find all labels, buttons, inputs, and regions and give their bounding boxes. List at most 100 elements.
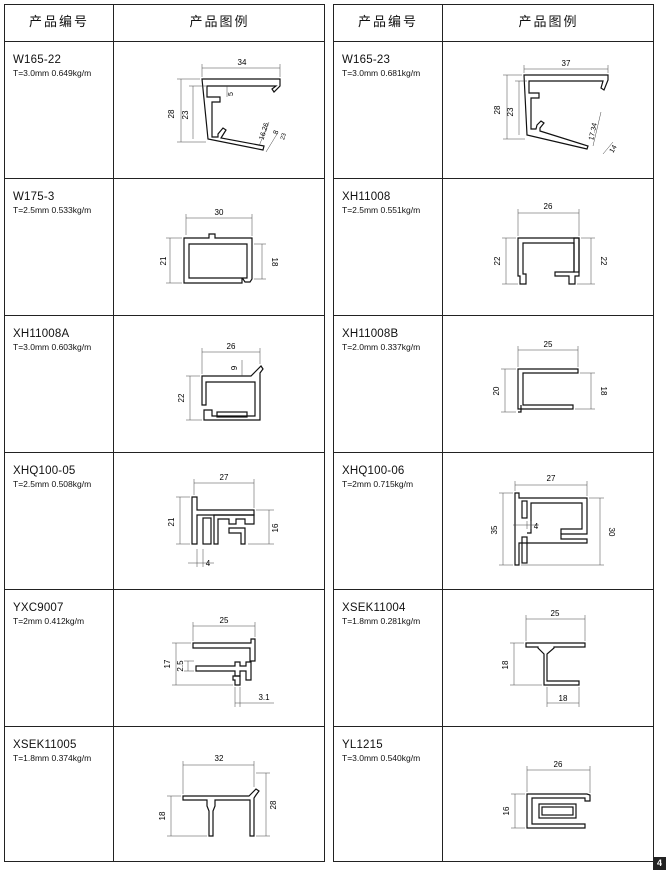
product-row: XHQ100-06 T=2mm 0.715kg/m 27 35 30 — [334, 453, 653, 590]
dim-label: 17 — [163, 659, 172, 668]
profile-drawing-svg: 25 20 18 — [492, 340, 608, 413]
product-spec: T=3.0mm 0.681kg/m — [342, 68, 421, 78]
dim-label: 25 — [544, 340, 553, 349]
product-code: XHQ100-05 — [13, 465, 76, 477]
product-spec: T=2.0mm 0.337kg/m — [342, 342, 421, 352]
profile-drawing: 37 28 23 17.34 14 — [443, 42, 655, 178]
profile-drawing: 25 18 18 — [443, 590, 655, 726]
product-spec: T=3.0mm 0.540kg/m — [342, 753, 421, 763]
dim-label: 17.34 — [588, 122, 599, 141]
profile-drawing: 25 17 2.5 3.1 — [114, 590, 326, 726]
dim-label: 18 — [559, 694, 568, 703]
dim-label: 32 — [215, 754, 224, 763]
dim-label: 16 — [271, 523, 280, 532]
column-divider — [442, 5, 443, 861]
dim-label: 23 — [280, 132, 288, 141]
dim-label: 23 — [506, 107, 515, 116]
profile-drawing: 26 22 22 — [443, 179, 655, 315]
header-code: 产品编号 — [28, 15, 89, 30]
product-spec: T=1.8mm 0.281kg/m — [342, 616, 421, 626]
column-divider — [113, 5, 114, 861]
dim-label: 14 — [609, 144, 619, 154]
product-row: XH11008 T=2.5mm 0.551kg/m 26 22 22 — [334, 179, 653, 316]
product-row: XH11008A T=3.0mm 0.603kg/m 26 9 22 — [5, 316, 324, 453]
product-row: W175-3 T=2.5mm 0.533kg/m 30 21 18 — [5, 179, 324, 316]
dim-label: 21 — [167, 517, 176, 526]
dim-label: 26 — [544, 202, 553, 211]
profile-drawing: 32 18 28 — [114, 727, 326, 863]
product-code: XSEK11004 — [342, 602, 406, 614]
dim-label: 28 — [269, 800, 278, 809]
product-spec: T=1.8mm 0.374kg/m — [13, 753, 92, 763]
profile-drawing: 26 16 — [443, 727, 655, 863]
dim-label: 21 — [159, 256, 168, 265]
dim-label: 22 — [493, 256, 502, 265]
dim-label: 23 — [181, 110, 190, 119]
dim-label: 18 — [501, 660, 510, 669]
product-code: XH11008 — [342, 191, 391, 203]
product-spec: T=2.5mm 0.533kg/m — [13, 205, 92, 215]
header-drawing: 产品图例 — [189, 15, 250, 30]
dim-label: 22 — [599, 257, 608, 266]
product-row: W165-23 T=3.0mm 0.681kg/m 37 28 23 17.34 — [334, 42, 653, 179]
profile-drawing-svg: 25 17 2.5 3.1 — [163, 616, 274, 707]
product-row: XSEK11004 T=1.8mm 0.281kg/m 25 18 18 — [334, 590, 653, 727]
product-spec: T=3.0mm 0.603kg/m — [13, 342, 92, 352]
dim-label: 30 — [607, 528, 616, 537]
profile-drawing-svg: 37 28 23 17.34 14 — [493, 59, 619, 154]
product-spec: T=3.0mm 0.649kg/m — [13, 68, 92, 78]
product-row: YL1215 T=3.0mm 0.540kg/m 26 16 — [334, 727, 653, 864]
product-code: XHQ100-06 — [342, 465, 405, 477]
dim-label: 26 — [554, 760, 563, 769]
dim-label: 18 — [158, 811, 167, 820]
dim-label: 37 — [562, 59, 571, 68]
dim-label: 22 — [177, 393, 186, 402]
dim-label: 5 — [228, 92, 235, 96]
profile-drawing-svg: 26 16 — [502, 760, 591, 829]
dim-label: 16.26 — [259, 122, 271, 141]
product-spec: T=2.5mm 0.551kg/m — [342, 205, 421, 215]
product-row: YXC9007 T=2mm 0.412kg/m 25 17 2.5 3.1 — [5, 590, 324, 727]
dim-label: 26 — [227, 342, 236, 351]
dim-label: 28 — [493, 105, 502, 114]
dim-label: 18 — [270, 258, 279, 267]
product-row: W165-22 T=3.0mm 0.649kg/m 34 28 23 5 16.… — [5, 42, 324, 179]
page-number: 4 — [653, 857, 666, 870]
product-code: W175-3 — [13, 191, 55, 203]
product-code: XSEK11005 — [13, 739, 77, 751]
dim-label: 16 — [502, 806, 511, 815]
right-catalog-table: 产品编号 产品图例 W165-23 T=3.0mm 0.681kg/m 37 2… — [333, 4, 654, 862]
profile-drawing: 26 9 22 — [114, 316, 326, 452]
profile-drawing: 34 28 23 5 16.26 8 23 — [114, 42, 326, 178]
dim-label: 25 — [551, 609, 560, 618]
profile-drawing-svg: 34 28 23 5 16.26 8 23 — [167, 58, 288, 153]
profile-drawing-svg: 26 22 22 — [493, 202, 608, 285]
product-row: XH11008B T=2.0mm 0.337kg/m 25 20 18 — [334, 316, 653, 453]
profile-drawing-svg: 25 18 18 — [501, 609, 586, 707]
profile-drawing-svg: 27 35 30 4 — [490, 474, 616, 566]
product-code: XH11008B — [342, 328, 399, 340]
table-header: 产品编号 产品图例 — [5, 5, 324, 42]
profile-drawing: 27 35 30 4 — [443, 453, 655, 589]
dim-label: 35 — [490, 525, 499, 534]
dim-label: 2.5 — [176, 660, 185, 672]
table-header: 产品编号 产品图例 — [334, 5, 653, 42]
product-code: W165-22 — [13, 54, 62, 66]
product-spec: T=2mm 0.715kg/m — [342, 479, 414, 489]
profile-drawing: 30 21 18 — [114, 179, 326, 315]
dim-label: 20 — [492, 386, 501, 395]
dim-label: 18 — [599, 387, 608, 396]
dim-label: 34 — [238, 58, 247, 67]
dim-label: 4 — [534, 522, 539, 531]
header-drawing: 产品图例 — [518, 15, 579, 30]
product-spec: T=2mm 0.412kg/m — [13, 616, 85, 626]
profile-drawing: 25 20 18 — [443, 316, 655, 452]
profile-drawing-svg: 30 21 18 — [159, 208, 279, 284]
product-code: YL1215 — [342, 739, 383, 751]
dim-label: 28 — [167, 109, 176, 118]
product-code: YXC9007 — [13, 602, 64, 614]
left-catalog-table: 产品编号 产品图例 W165-22 T=3.0mm 0.649kg/m 34 2… — [4, 4, 325, 862]
profile-drawing-svg: 26 9 22 — [177, 342, 264, 421]
product-spec: T=2.5mm 0.508kg/m — [13, 479, 92, 489]
profile-drawing-svg: 32 18 28 — [158, 754, 278, 837]
